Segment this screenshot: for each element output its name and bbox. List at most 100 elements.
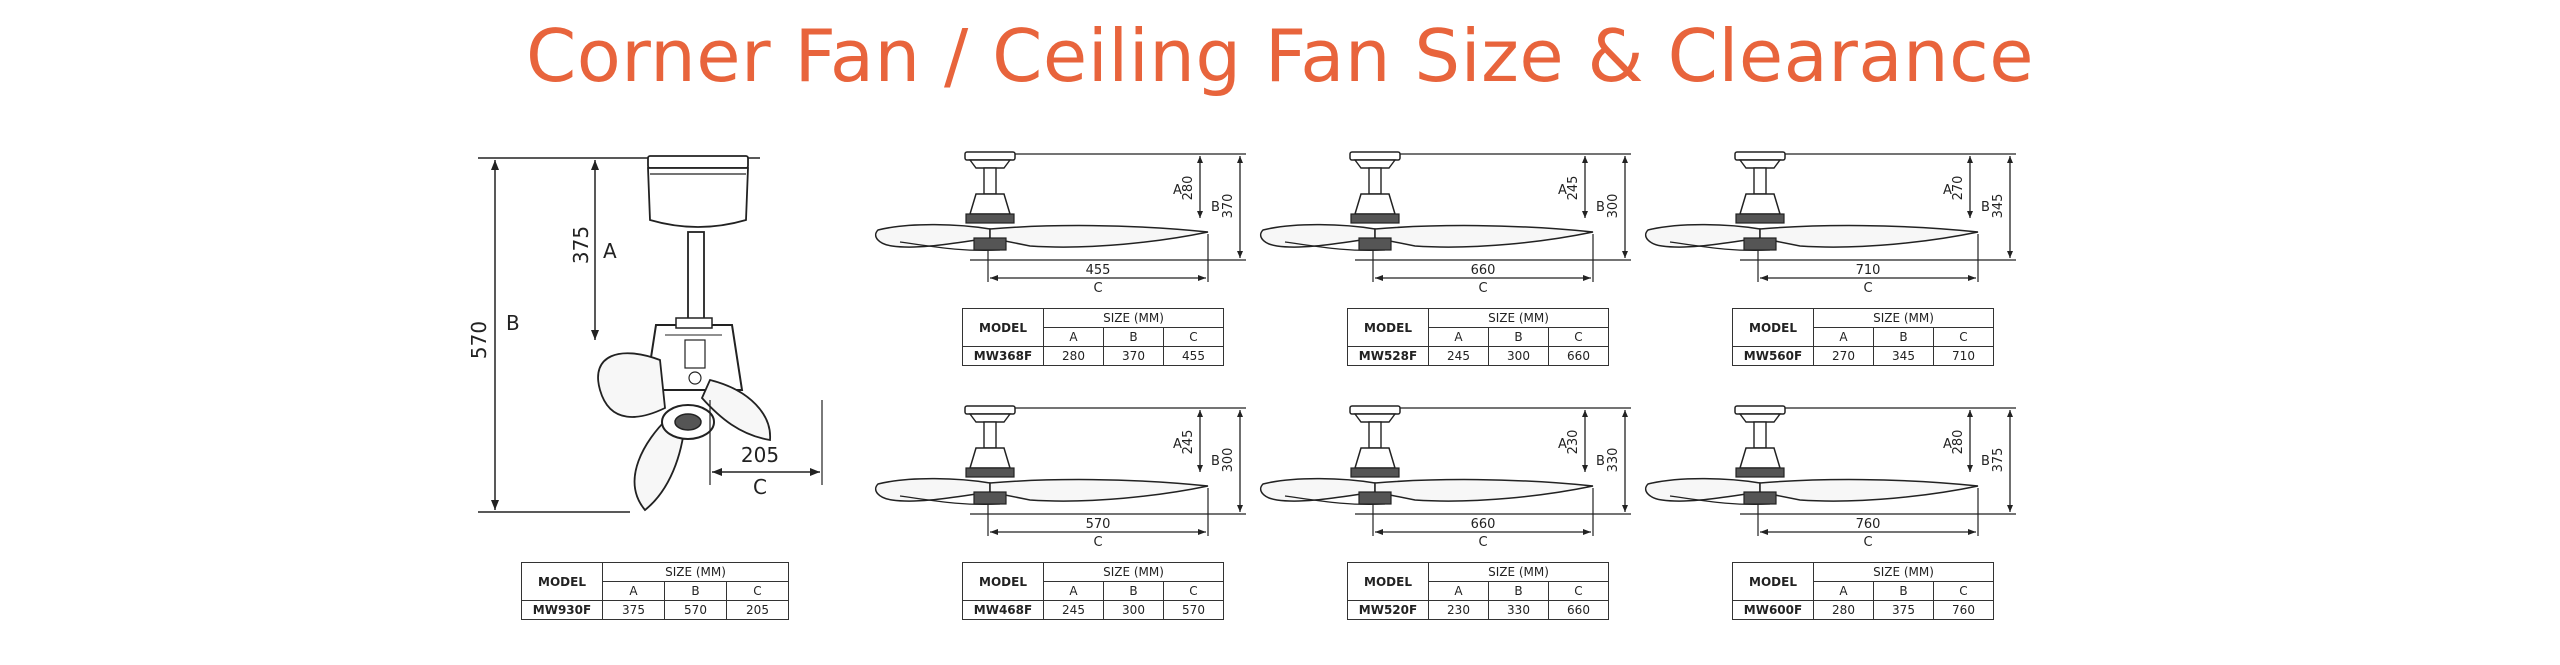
- corner-fan-diagram: 570 B 375 A 205 C: [467, 155, 823, 513]
- c-value: 570: [1163, 600, 1224, 620]
- corner-a-letter: A: [603, 239, 617, 263]
- col-c-header: C: [1933, 327, 1994, 347]
- fan-c-value: 660: [1471, 517, 1496, 532]
- col-b-header: B: [664, 581, 727, 601]
- col-c-header: C: [1548, 581, 1609, 601]
- fan-b-letter: B: [1981, 200, 1990, 215]
- fan-a-value: 280: [1181, 176, 1196, 201]
- col-a-header: A: [1813, 581, 1874, 601]
- fan-b-value: 300: [1606, 194, 1621, 219]
- col-c-header: C: [1163, 327, 1224, 347]
- a-value: 280: [1813, 600, 1874, 620]
- fan-c-value: 455: [1086, 263, 1111, 278]
- corner-c-value: 205: [741, 443, 779, 467]
- fan-b-value: 370: [1221, 194, 1236, 219]
- a-value: 280: [1043, 346, 1104, 366]
- a-value: 230: [1428, 600, 1489, 620]
- fan-c-letter: C: [1863, 535, 1872, 550]
- b-value: 375: [1873, 600, 1934, 620]
- a-value: 375: [602, 600, 665, 620]
- model-header: MODEL: [521, 562, 603, 601]
- size-header: SIZE (MM): [1813, 562, 1994, 582]
- corner-a-value: 375: [569, 226, 593, 264]
- size-header: SIZE (MM): [1813, 308, 1994, 328]
- fan-b-value: 345: [1991, 194, 2006, 219]
- fan-c-letter: C: [1093, 281, 1102, 296]
- c-value: 660: [1548, 600, 1609, 620]
- col-a-header: A: [602, 581, 665, 601]
- col-a-header: A: [1813, 327, 1874, 347]
- b-value: 370: [1103, 346, 1164, 366]
- spec-table-corner: MODEL SIZE (MM) A B C MW930F 375 570 205: [521, 562, 789, 620]
- col-b-header: B: [1873, 327, 1934, 347]
- col-a-header: A: [1428, 327, 1489, 347]
- model-value: MW930F: [521, 600, 603, 620]
- size-header: SIZE (MM): [1043, 562, 1224, 582]
- fan-b-value: 330: [1606, 448, 1621, 473]
- size-header: SIZE (MM): [1428, 308, 1609, 328]
- model-value: MW368F: [962, 346, 1044, 366]
- b-value: 300: [1488, 346, 1549, 366]
- model-header: MODEL: [962, 562, 1044, 601]
- fan-a-value: 230: [1566, 430, 1581, 455]
- fan-a-value: 245: [1566, 176, 1581, 201]
- fan-b-letter: B: [1596, 200, 1605, 215]
- fan-a-letter: A: [1558, 437, 1567, 452]
- fan-a-value: 280: [1951, 430, 1966, 455]
- model-value: MW560F: [1732, 346, 1814, 366]
- model-value: MW520F: [1347, 600, 1429, 620]
- col-a-header: A: [1043, 327, 1104, 347]
- fan-a-letter: A: [1173, 437, 1182, 452]
- size-header: SIZE (MM): [1428, 562, 1609, 582]
- fan-a-letter: A: [1558, 183, 1567, 198]
- model-header: MODEL: [1347, 562, 1429, 601]
- fan-a-value: 270: [1951, 176, 1966, 201]
- col-c-header: C: [1163, 581, 1224, 601]
- model-value: MW468F: [962, 600, 1044, 620]
- c-value: 455: [1163, 346, 1224, 366]
- fan-b-letter: B: [1211, 454, 1220, 469]
- col-b-header: B: [1488, 327, 1549, 347]
- fan-a-value: 245: [1181, 430, 1196, 455]
- col-b-header: B: [1103, 327, 1164, 347]
- model-value: MW528F: [1347, 346, 1429, 366]
- fan-a-letter: A: [1943, 183, 1952, 198]
- col-b-header: B: [1103, 581, 1164, 601]
- c-value: 710: [1933, 346, 1994, 366]
- size-header: SIZE (MM): [1043, 308, 1224, 328]
- model-value: MW600F: [1732, 600, 1814, 620]
- fan-b-letter: B: [1211, 200, 1220, 215]
- model-header: MODEL: [962, 308, 1044, 347]
- col-a-header: A: [1043, 581, 1104, 601]
- fan-c-value: 660: [1471, 263, 1496, 278]
- a-value: 245: [1043, 600, 1104, 620]
- fan-b-value: 300: [1221, 448, 1236, 473]
- fan-b-letter: B: [1981, 454, 1990, 469]
- size-header: SIZE (MM): [602, 562, 789, 582]
- page-title: Corner Fan / Ceiling Fan Size & Clearanc…: [525, 14, 2035, 98]
- col-b-header: B: [1488, 581, 1549, 601]
- fan-c-value: 570: [1086, 517, 1111, 532]
- corner-b-letter: B: [506, 311, 520, 335]
- b-value: 345: [1873, 346, 1934, 366]
- fan-c-letter: C: [1478, 535, 1487, 550]
- c-value: 660: [1548, 346, 1609, 366]
- fan-a-letter: A: [1173, 183, 1182, 198]
- col-a-header: A: [1428, 581, 1489, 601]
- col-c-header: C: [1933, 581, 1994, 601]
- a-value: 245: [1428, 346, 1489, 366]
- fan-c-letter: C: [1093, 535, 1102, 550]
- fan-b-letter: B: [1596, 454, 1605, 469]
